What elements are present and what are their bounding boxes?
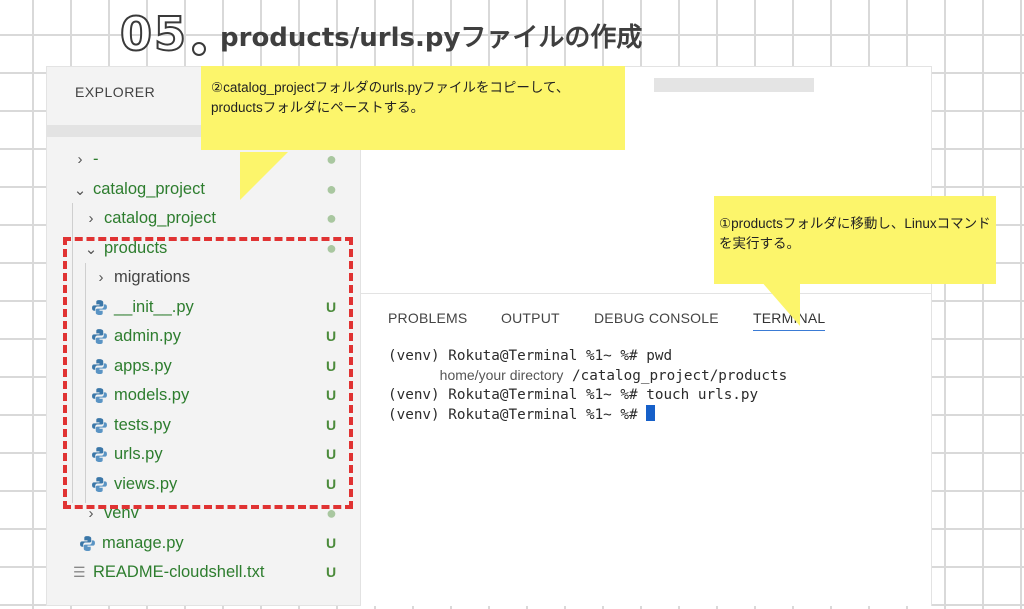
python-file-icon: [92, 300, 107, 315]
terminal-prompt: (venv) Rokuta@Terminal %1~ %#: [388, 407, 647, 423]
terminal-line: (venv) Rokuta@Terminal %1~ %#: [388, 405, 787, 425]
tree-folder-catalog-project-inner[interactable]: › catalog_project ●: [47, 204, 360, 233]
callout-move-folder: ①productsフォルダに移動し、Linuxコマンドを実行する。: [714, 196, 996, 284]
python-file-icon: [92, 418, 107, 433]
chevron-right-icon: ›: [88, 210, 94, 227]
python-file-icon: [92, 447, 107, 462]
callout-pointer: [760, 280, 800, 326]
explorer-sidebar: EXPLORER › - ● ⌄ catalog_project ● › cat…: [47, 67, 361, 605]
tree-file-urls-py[interactable]: urls.py U: [47, 440, 360, 469]
tree-file-readme[interactable]: ☰ README-cloudshell.txt U: [73, 563, 337, 581]
tab-problems[interactable]: PROBLEMS: [388, 310, 468, 326]
tree-file-init-py[interactable]: __init__.py U: [47, 293, 360, 322]
step-dot: [192, 42, 207, 56]
terminal-line: home/your directory /catalog_project/pro…: [388, 366, 788, 386]
tree-folder-products[interactable]: ⌄ products ●: [84, 238, 337, 258]
python-file-icon: [92, 329, 107, 344]
python-file-icon: [80, 536, 95, 551]
chevron-down-icon: ⌄: [73, 181, 87, 199]
explorer-title: EXPLORER: [75, 84, 156, 100]
tree-file-views-py[interactable]: views.py U: [47, 470, 360, 499]
chevron-down-icon: ⌄: [84, 240, 98, 258]
text-file-icon: ☰: [73, 564, 86, 580]
terminal-line: (venv) Rokuta@Terminal %1~ %# pwd: [388, 348, 673, 364]
chevron-right-icon: ›: [98, 269, 104, 286]
step-heading: 05 products/urls.pyファイルの作成: [119, 6, 643, 61]
bottom-panel: PROBLEMS OUTPUT DEBUG CONSOLE TERMINAL (…: [361, 293, 931, 606]
tree-file-apps-py[interactable]: apps.py U: [47, 352, 360, 381]
tree-folder-catalog-project[interactable]: ⌄ catalog_project ●: [73, 179, 337, 199]
tree-file-tests-py[interactable]: tests.py U: [47, 411, 360, 440]
tab-output[interactable]: OUTPUT: [501, 310, 560, 326]
vscode-window: EXPLORER › - ● ⌄ catalog_project ● › cat…: [46, 66, 932, 606]
callout-copy-urls: ②catalog_projectフォルダのurls.pyファイルをコピーして、p…: [201, 66, 625, 150]
python-file-icon: [92, 359, 107, 374]
products-highlight-box: [63, 237, 353, 509]
tree-file-manage-py[interactable]: manage.py U: [47, 529, 360, 558]
tree-folder-migrations[interactable]: › migrations: [47, 263, 360, 292]
terminal-cursor: [646, 405, 656, 421]
tree-folder-dash[interactable]: › - ●: [47, 145, 360, 174]
tree-file-models-py[interactable]: models.py U: [47, 381, 360, 410]
terminal-line: (venv) Rokuta@Terminal %1~ %# touch urls…: [388, 387, 759, 403]
chevron-right-icon: ›: [77, 151, 83, 168]
callout-pointer: [240, 152, 288, 200]
terminal-output[interactable]: (venv) Rokuta@Terminal %1~ %# pwd home/y…: [388, 347, 787, 425]
tree-indent-guide: [72, 203, 73, 503]
step-title: products/urls.pyファイルの作成: [220, 23, 643, 53]
editor-tab-placeholder[interactable]: [654, 78, 814, 92]
path-note: home/your directory: [439, 367, 564, 383]
path-suffix: /catalog_project/products: [571, 368, 788, 384]
python-file-icon: [92, 477, 107, 492]
chevron-right-icon: ›: [88, 505, 94, 522]
tab-debug-console[interactable]: DEBUG CONSOLE: [594, 310, 719, 326]
tree-indent-guide: [85, 263, 86, 503]
step-number: 05: [119, 7, 189, 61]
python-file-icon: [92, 388, 107, 403]
tree-file-admin-py[interactable]: admin.py U: [47, 322, 360, 351]
